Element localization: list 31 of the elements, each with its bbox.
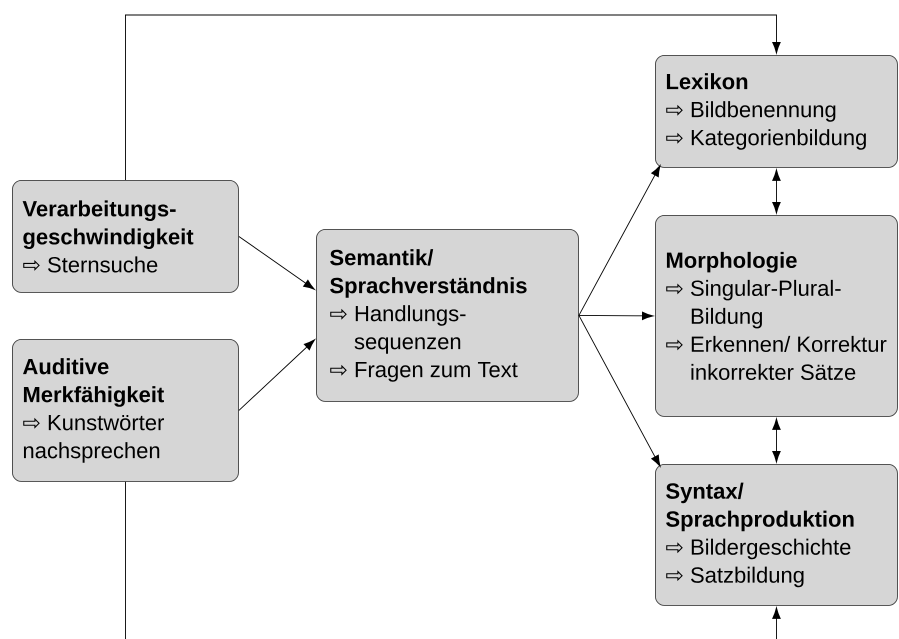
- process-box: [12, 339, 239, 482]
- arrow: [578, 312, 654, 320]
- list-item: ⇨ Bildergeschichte: [666, 538, 850, 560]
- list-item: ⇨ Fragen zum Text: [330, 362, 518, 382]
- arrow: [125, 14, 781, 180]
- process-box: [655, 215, 898, 417]
- process-box: [655, 464, 898, 606]
- arrow: [238, 236, 315, 290]
- heading: Semantik/ Sprachverständnis: [330, 249, 527, 298]
- process-box: [655, 55, 898, 168]
- arrow: [578, 165, 660, 316]
- process-box: [12, 180, 239, 293]
- list-item: ⇨ Kunstwörter nachsprechen: [23, 415, 164, 463]
- heading: Lexikon: [666, 73, 748, 90]
- heading: Verarbeitungs- geschwindigkeit: [22, 200, 194, 249]
- list-item: ⇨ Satzbildung: [666, 566, 804, 588]
- arrow: [772, 169, 781, 214]
- arrow: [772, 418, 781, 462]
- process-box: [316, 229, 579, 402]
- heading: Morphologie: [666, 252, 797, 272]
- list-item: ⇨ Erkennen/ Korrektur inkorrekter Sätze: [666, 336, 886, 380]
- heading: Syntax/ Sprachproduktion: [666, 482, 854, 532]
- arrow: [238, 339, 315, 411]
- heading: Auditive Merkfähigkeit: [23, 358, 164, 407]
- arrow: [578, 315, 660, 467]
- list-item: ⇨ Singular-Plural- Bildung: [666, 280, 841, 328]
- list-item: ⇨ Handlungs- sequenzen: [330, 305, 466, 354]
- list-item: ⇨ Bildbenennung: [666, 101, 836, 122]
- arrow: [772, 607, 781, 639]
- list-item: ⇨ Sternsuche: [23, 256, 158, 273]
- list-item: ⇨ Kategorienbildung: [666, 129, 866, 150]
